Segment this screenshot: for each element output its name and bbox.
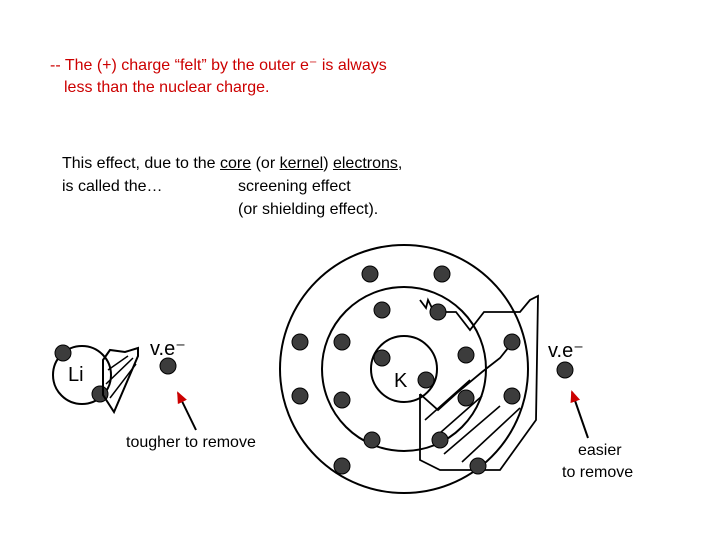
k-electron <box>374 302 390 318</box>
li-symbol: Li <box>68 364 84 387</box>
k-arrow <box>572 392 588 438</box>
k-electron <box>362 266 378 282</box>
k-valence-electron <box>557 362 573 378</box>
k-electron <box>292 388 308 404</box>
k-electron <box>504 388 520 404</box>
k-electron <box>432 432 448 448</box>
k-electron <box>470 458 486 474</box>
k-electron <box>430 304 446 320</box>
k-electron <box>364 432 380 448</box>
k-electron <box>374 350 390 366</box>
li-note: tougher to remove <box>126 434 256 452</box>
k-electron <box>334 334 350 350</box>
k-shell-3 <box>280 245 528 493</box>
k-note-line-2: to remove <box>562 464 633 482</box>
k-electron <box>504 334 520 350</box>
k-atom <box>280 245 588 493</box>
li-core-electron <box>55 345 71 361</box>
li-valence-label: v.e⁻ <box>150 336 186 361</box>
k-electron <box>434 266 450 282</box>
k-note-line-1: easier <box>578 442 622 460</box>
k-electron <box>334 392 350 408</box>
k-electron <box>458 390 474 406</box>
k-symbol: K <box>394 370 407 393</box>
k-valence-label: v.e⁻ <box>548 338 584 363</box>
k-electron <box>292 334 308 350</box>
li-arrow <box>178 393 196 430</box>
k-electron <box>458 347 474 363</box>
k-electron <box>418 372 434 388</box>
k-shell-2 <box>322 287 486 451</box>
li-screening-hatch <box>108 356 128 370</box>
li-screening-mark <box>103 348 138 412</box>
k-electron <box>334 458 350 474</box>
